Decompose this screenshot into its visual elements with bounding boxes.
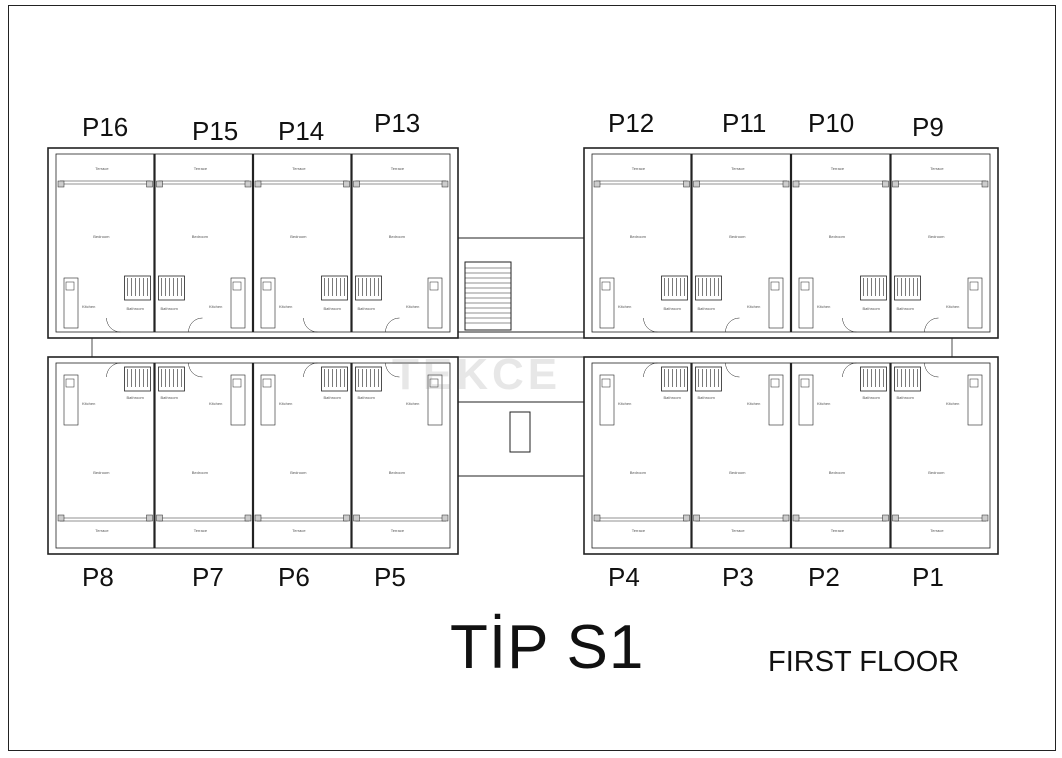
room-label-kitchen: Kitchen bbox=[747, 401, 760, 406]
unit-label-p6: P6 bbox=[278, 562, 310, 592]
room-label-bedroom: Bedroom bbox=[829, 234, 846, 239]
room-label-bathroom: Bathroom bbox=[863, 395, 881, 400]
room-label-bathroom: Bathroom bbox=[127, 395, 145, 400]
watermark: TEKCE bbox=[392, 350, 562, 399]
room-label-terrace: Terrace bbox=[831, 528, 845, 533]
unit-label-p13: P13 bbox=[374, 108, 421, 138]
lobby-core bbox=[457, 401, 585, 477]
type-title: TİP S1 bbox=[450, 613, 645, 682]
room-label-bathroom: Bathroom bbox=[664, 395, 682, 400]
room-label-bedroom: Bedroom bbox=[290, 470, 307, 475]
room-label-kitchen: Kitchen bbox=[209, 304, 222, 309]
stair-flight bbox=[464, 261, 512, 331]
room-label-bathroom: Bathroom bbox=[358, 306, 376, 311]
room-label-bathroom: Bathroom bbox=[897, 395, 915, 400]
room-label-bathroom: Bathroom bbox=[698, 395, 716, 400]
unit-label-p2: P2 bbox=[808, 562, 840, 592]
room-label-kitchen: Kitchen bbox=[279, 304, 292, 309]
room-label-bathroom: Bathroom bbox=[127, 306, 145, 311]
unit-label-p3: P3 bbox=[722, 562, 754, 592]
room-label-kitchen: Kitchen bbox=[817, 304, 830, 309]
unit-label-p8: P8 bbox=[82, 562, 114, 592]
unit-label-p10: P10 bbox=[808, 108, 855, 138]
room-label-bedroom: Bedroom bbox=[389, 234, 406, 239]
room-label-bathroom: Bathroom bbox=[664, 306, 682, 311]
room-label-terrace: Terrace bbox=[194, 166, 208, 171]
room-label-kitchen: Kitchen bbox=[946, 304, 959, 309]
unit-label-p5: P5 bbox=[374, 562, 406, 592]
room-label-terrace: Terrace bbox=[731, 528, 745, 533]
room-label-bedroom: Bedroom bbox=[729, 234, 746, 239]
room-label-terrace: Terrace bbox=[95, 528, 109, 533]
room-label-bedroom: Bedroom bbox=[729, 470, 746, 475]
room-label-kitchen: Kitchen bbox=[82, 304, 95, 309]
room-label-bathroom: Bathroom bbox=[324, 395, 342, 400]
room-label-terrace: Terrace bbox=[391, 528, 405, 533]
room-label-terrace: Terrace bbox=[194, 528, 208, 533]
room-label-bathroom: Bathroom bbox=[358, 395, 376, 400]
room-label-terrace: Terrace bbox=[731, 166, 745, 171]
room-label-bathroom: Bathroom bbox=[161, 306, 179, 311]
room-label-bedroom: Bedroom bbox=[93, 234, 110, 239]
room-label-kitchen: Kitchen bbox=[618, 401, 631, 406]
lobby-table bbox=[509, 411, 531, 453]
room-label-terrace: Terrace bbox=[831, 166, 845, 171]
room-label-bathroom: Bathroom bbox=[863, 306, 881, 311]
room-label-bedroom: Bedroom bbox=[192, 470, 209, 475]
drawing-frame bbox=[8, 5, 1056, 751]
room-label-kitchen: Kitchen bbox=[406, 401, 419, 406]
room-label-kitchen: Kitchen bbox=[82, 401, 95, 406]
room-label-terrace: Terrace bbox=[292, 166, 306, 171]
room-label-kitchen: Kitchen bbox=[279, 401, 292, 406]
corridor bbox=[91, 337, 953, 358]
unit-label-p11: P11 bbox=[722, 108, 767, 138]
room-label-bedroom: Bedroom bbox=[389, 470, 406, 475]
room-label-terrace: Terrace bbox=[292, 528, 306, 533]
room-label-terrace: Terrace bbox=[391, 166, 405, 171]
unit-label-p14: P14 bbox=[278, 116, 325, 146]
room-label-bathroom: Bathroom bbox=[324, 306, 342, 311]
room-label-kitchen: Kitchen bbox=[946, 401, 959, 406]
room-label-bedroom: Bedroom bbox=[192, 234, 209, 239]
room-label-bedroom: Bedroom bbox=[630, 470, 647, 475]
unit-label-p4: P4 bbox=[608, 562, 640, 592]
room-label-bedroom: Bedroom bbox=[630, 234, 647, 239]
room-label-bathroom: Bathroom bbox=[161, 395, 179, 400]
room-label-bathroom: Bathroom bbox=[897, 306, 915, 311]
room-label-terrace: Terrace bbox=[632, 166, 646, 171]
room-label-bedroom: Bedroom bbox=[93, 470, 110, 475]
room-label-terrace: Terrace bbox=[95, 166, 109, 171]
room-label-bedroom: Bedroom bbox=[928, 470, 945, 475]
room-label-kitchen: Kitchen bbox=[406, 304, 419, 309]
room-label-bedroom: Bedroom bbox=[928, 234, 945, 239]
room-label-bedroom: Bedroom bbox=[290, 234, 307, 239]
unit-label-p1: P1 bbox=[912, 562, 944, 592]
room-label-bedroom: Bedroom bbox=[829, 470, 846, 475]
stair-core bbox=[457, 237, 585, 333]
unit-label-p7: P7 bbox=[192, 562, 224, 592]
room-label-terrace: Terrace bbox=[632, 528, 646, 533]
unit-label-p15: P15 bbox=[192, 116, 239, 146]
room-label-kitchen: Kitchen bbox=[618, 304, 631, 309]
floor-title: FIRST FLOOR bbox=[768, 646, 960, 678]
room-label-bathroom: Bathroom bbox=[698, 306, 716, 311]
unit-label-p16: P16 bbox=[82, 112, 129, 142]
unit-label-p9: P9 bbox=[912, 112, 944, 142]
room-label-terrace: Terrace bbox=[930, 166, 944, 171]
room-label-kitchen: Kitchen bbox=[747, 304, 760, 309]
room-label-kitchen: Kitchen bbox=[817, 401, 830, 406]
room-label-terrace: Terrace bbox=[930, 528, 944, 533]
room-label-kitchen: Kitchen bbox=[209, 401, 222, 406]
unit-label-p12: P12 bbox=[608, 108, 655, 138]
